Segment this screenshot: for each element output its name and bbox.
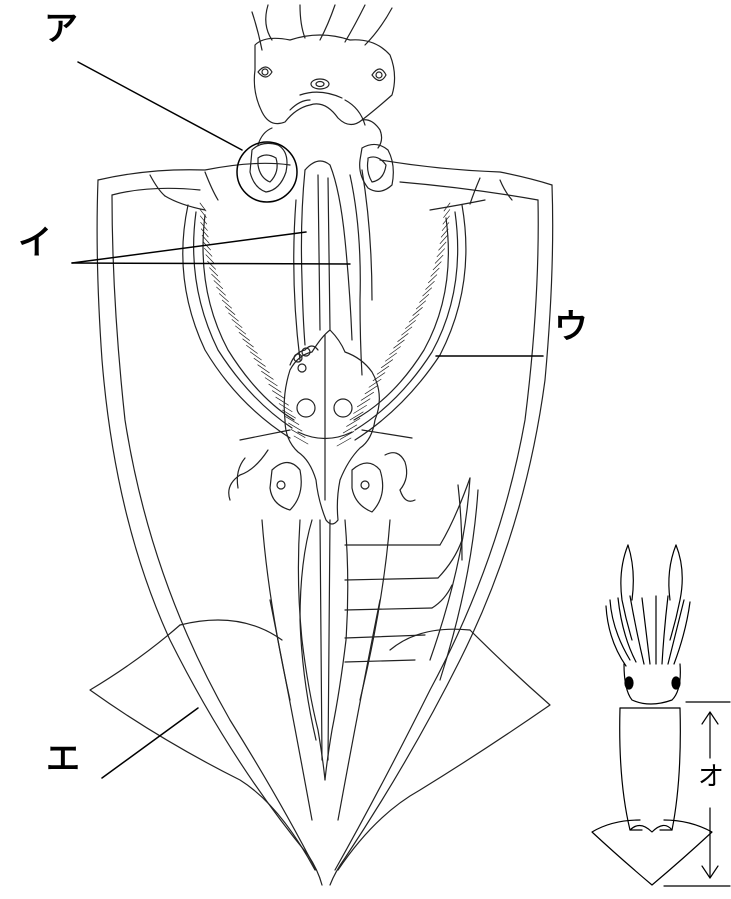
gill-lamella [217,287,226,295]
gill-lamella [210,268,218,276]
gill-lamella [235,326,245,334]
gill-lamella [426,281,435,289]
gill-lamella [402,327,412,335]
gill-lamella [208,261,216,269]
gill-lamella [431,268,439,276]
gill-lamella [413,307,423,315]
gill-lamella [437,249,445,257]
gill-lamella [390,347,401,355]
inset-squid [592,545,730,886]
gill-lamella [439,242,446,250]
gill-lamella [354,405,367,413]
label-a: ア [44,12,78,46]
label-o: オ [698,764,724,790]
gill-lamella [204,248,212,256]
leader-i-2 [72,263,350,264]
leader-i-1 [72,232,306,263]
gill-lamella [409,314,419,322]
gill-lamella [394,340,405,348]
gill-lamella [385,353,396,361]
gill-lamella [258,365,270,373]
gill-lamella [272,391,284,399]
mantle-locking-cartilage [250,120,393,192]
gill-lamella [246,345,257,353]
gill-lamella [406,321,416,329]
label-u: ウ [554,310,588,344]
gill-lamella [398,334,408,342]
gill-lamella [232,320,242,328]
gill-lamella [291,430,305,438]
gill-lamella [225,307,235,315]
leader-a [78,62,242,150]
gill-lamella [423,288,432,296]
gill-lamella [239,332,249,340]
gill-lamella [269,384,281,392]
gill-lamella [250,352,261,360]
arms-base [252,5,395,125]
funnel-retractor-muscles [294,161,372,375]
gill-lamella [381,360,392,368]
gill-lamella [361,392,373,400]
viscera [262,478,478,820]
gill-lamella [377,366,389,374]
gill-lamella [294,436,308,444]
gill-lamella [212,274,220,282]
label-e: エ [46,742,80,776]
gill-lamella [243,339,254,347]
gill-lamella [347,418,360,426]
eye-right [372,69,386,81]
label-i: イ [18,226,52,260]
gill-lamella [416,301,425,309]
gill-lamella [286,417,299,425]
gill-lamella [262,371,274,379]
gill-lamella [365,386,377,394]
gill-lamella [206,255,214,263]
gill-lamella [265,378,277,386]
gill-lamella [435,255,443,263]
gill-lamella [214,281,223,289]
leader-lines [72,62,543,778]
circle-highlight-a [237,142,297,202]
leader-e [102,708,198,778]
gill-lamella [337,438,351,446]
gill-lamella [219,294,228,302]
gill-lamella [229,313,239,321]
gill-lamella [369,379,381,387]
gill-left [183,205,294,438]
gill-lamella [420,294,429,302]
gill-lamella [428,275,436,283]
central-organs [229,330,415,524]
gill-lamella [357,399,370,407]
gill-lamella [343,425,357,433]
gill-lamella [222,300,231,308]
gill-lamella [254,358,265,366]
gill-lamella [433,262,441,270]
gill-lamella [276,397,289,405]
gill-right [354,205,466,440]
